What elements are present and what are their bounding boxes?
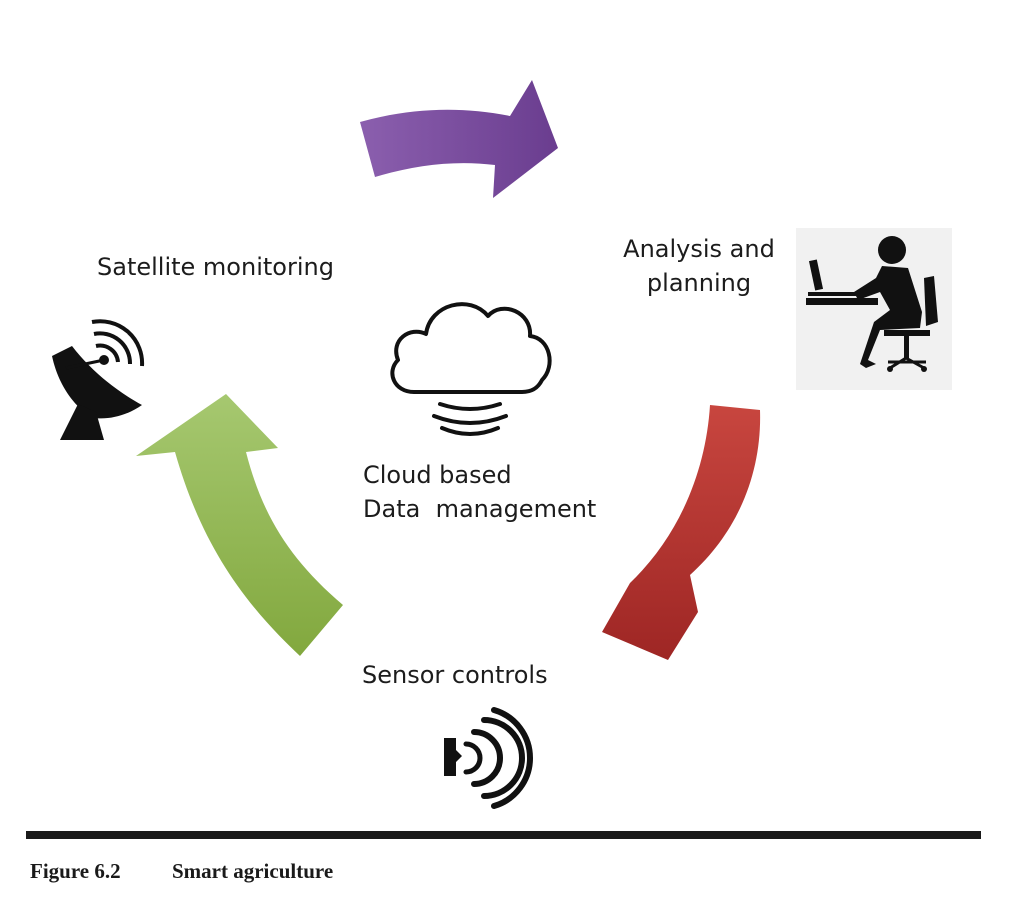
caption-divider: [26, 831, 981, 839]
sensor-controls-label: Sensor controls: [362, 661, 548, 689]
cloud-icon: [390, 302, 552, 436]
cloud-label-line2: Data management: [363, 495, 597, 523]
analysis-planning-label: Analysis and planning: [606, 232, 792, 300]
figure-caption: Figure 6.2 Smart agriculture: [30, 859, 333, 884]
figure-title: Smart agriculture: [172, 859, 334, 883]
analysis-label-line1: Analysis and: [623, 235, 775, 263]
cloud-label-line1: Cloud based: [363, 461, 512, 489]
satellite-monitoring-label: Satellite monitoring: [97, 253, 334, 281]
satellite-dish-icon: [52, 319, 145, 440]
arrow-satellite-to-analysis: [360, 80, 558, 198]
figure-number: Figure 6.2: [30, 859, 121, 883]
arrow-sensor-to-satellite: [136, 394, 343, 656]
cloud-data-management-label: Cloud based Data management: [363, 458, 596, 526]
person-at-laptop-icon: [796, 228, 952, 390]
smart-agriculture-cycle-diagram: [52, 80, 952, 809]
arrow-analysis-to-sensor: [602, 405, 761, 660]
wireless-signal-icon: [444, 707, 533, 809]
analysis-label-line2: planning: [646, 269, 752, 297]
